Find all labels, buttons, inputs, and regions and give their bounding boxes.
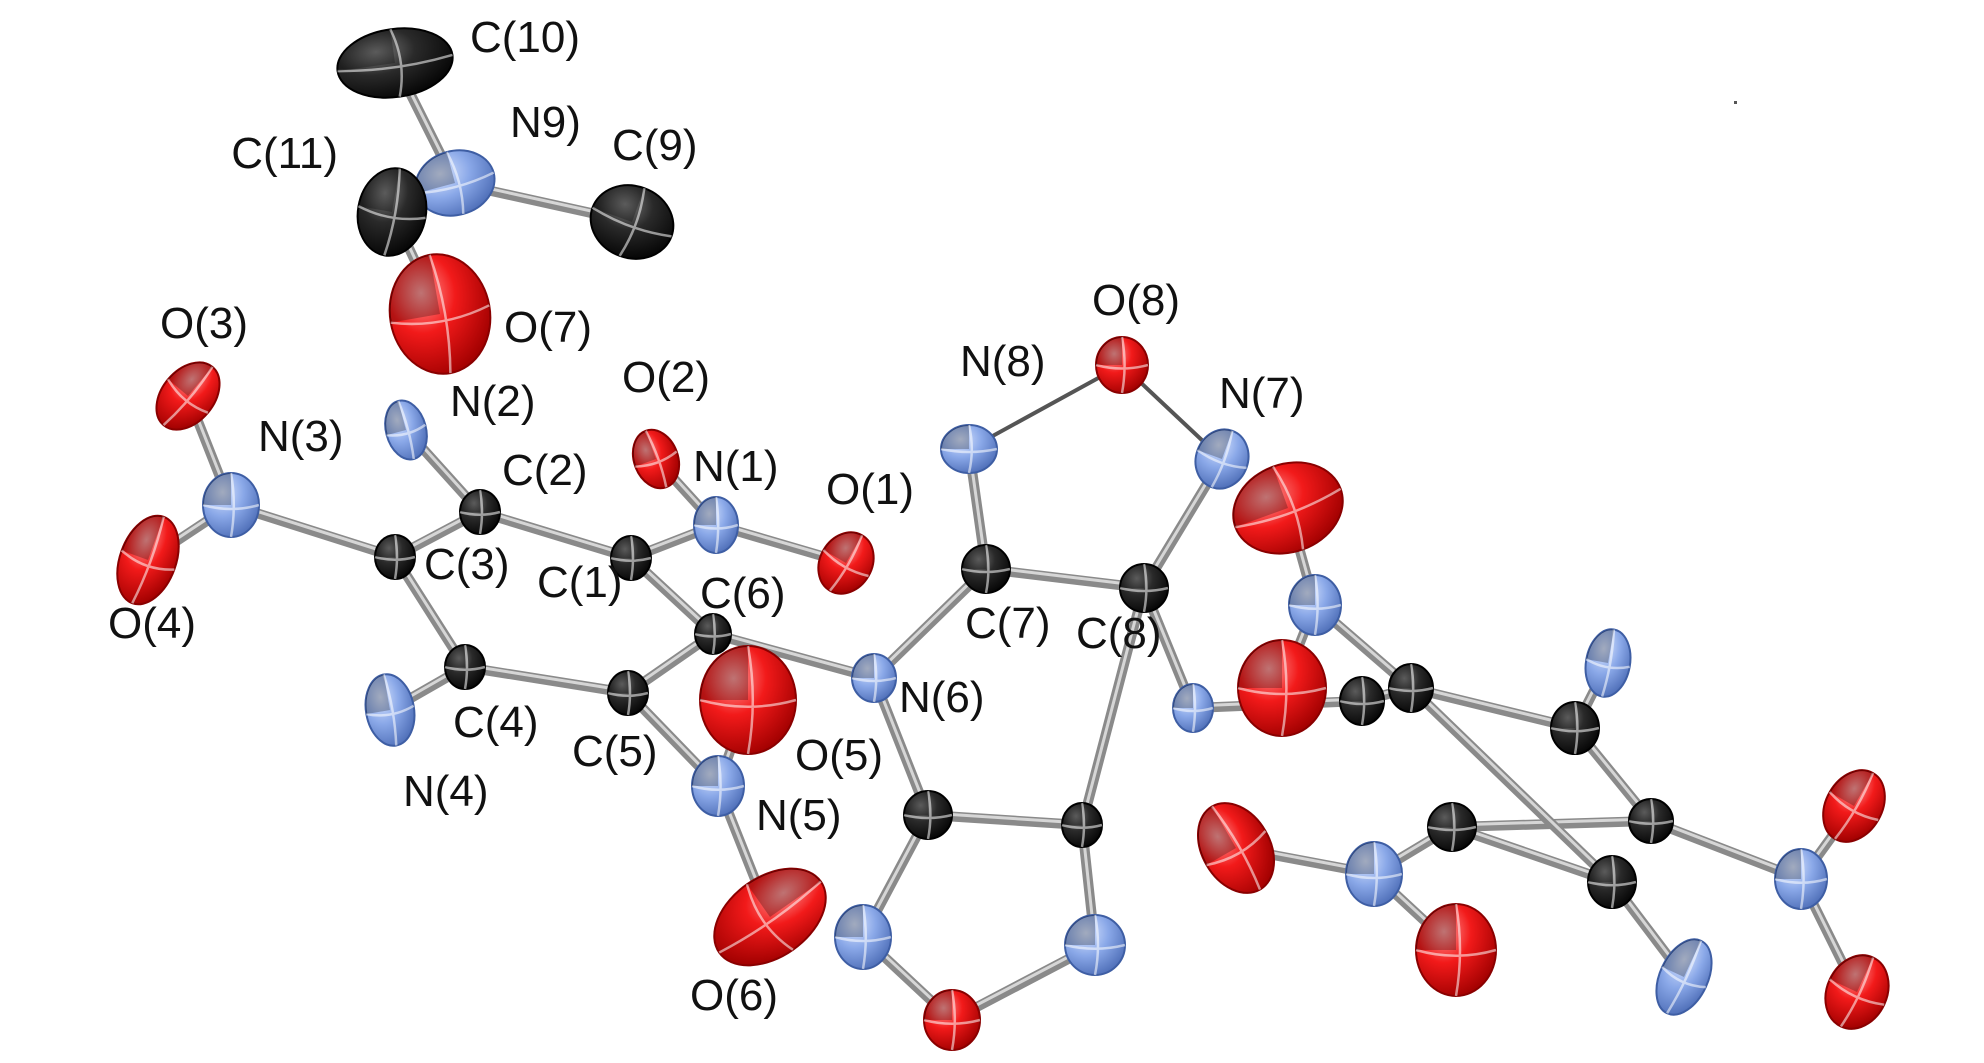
bond-B2-C8	[1077, 583, 1149, 830]
atom-n5	[691, 755, 745, 817]
atom-n4	[364, 673, 416, 747]
atom-c10	[336, 27, 454, 99]
atom-dn5	[1774, 848, 1828, 910]
label-o8: O(8)	[1092, 276, 1180, 325]
atom-n8	[940, 424, 998, 474]
atom-dn4	[1655, 938, 1713, 1016]
atom-do5	[1822, 769, 1886, 843]
bond-D7-D3	[1406, 683, 1617, 887]
bond-C2-C1	[475, 507, 636, 563]
bond-D3-D4	[1406, 683, 1580, 733]
label-n1: N(1)	[693, 442, 779, 491]
atom-b2	[1061, 802, 1103, 848]
atom-c4	[444, 644, 486, 690]
atom-o3	[155, 361, 221, 431]
atom-n2	[384, 399, 428, 461]
label-n9: N9)	[510, 98, 581, 147]
atom-o8	[1095, 336, 1149, 394]
atom-c1	[610, 535, 652, 581]
atom-d6	[1427, 802, 1477, 852]
label-c2: C(2)	[502, 446, 588, 495]
atom-n1	[693, 496, 739, 554]
label-n5: N(5)	[756, 791, 842, 840]
atom-o7	[388, 253, 492, 375]
atom-do3	[1197, 802, 1275, 894]
atom-d7	[1587, 855, 1637, 909]
label-c9: C(9)	[612, 121, 698, 170]
atom-c5	[607, 670, 649, 716]
label-o4: O(4)	[108, 599, 196, 648]
label-n7: N(7)	[1219, 369, 1305, 418]
atom-do1	[1232, 461, 1344, 555]
label-o1: O(1)	[826, 465, 914, 514]
label-o5: O(5)	[795, 731, 883, 780]
atom-c3	[374, 534, 416, 580]
atom-n3	[202, 472, 260, 538]
atom-c6	[694, 613, 732, 655]
atom-n7	[1194, 428, 1250, 490]
atom-d4	[1550, 701, 1600, 755]
label-n3: N(3)	[258, 412, 344, 461]
label-o3: O(3)	[160, 299, 248, 348]
atom-b3	[834, 904, 892, 970]
atom-c9	[589, 184, 675, 260]
atom-dn2	[1584, 628, 1632, 698]
label-o7: O(7)	[504, 303, 592, 352]
atom-d2	[1339, 676, 1385, 726]
bond-C5-C4	[460, 662, 633, 698]
atoms-layer	[116, 27, 1890, 1051]
atom-o5	[699, 645, 797, 755]
atom-b5	[1064, 914, 1126, 976]
atom-dn1	[1288, 574, 1342, 636]
atom-c8	[1119, 563, 1169, 613]
atom-c11	[356, 167, 428, 257]
label-n4: N(4)	[403, 767, 489, 816]
label-c6: C(6)	[700, 569, 786, 618]
atom-do6	[1824, 954, 1890, 1030]
label-c1: C(1)	[537, 558, 623, 607]
label-c4: C(4)	[453, 698, 539, 747]
label-c11: C(11)	[231, 129, 338, 178]
label-n6: N(6)	[899, 673, 985, 722]
label-c8: C(8)	[1076, 609, 1162, 658]
label-o2: O(2)	[622, 353, 710, 402]
atom-o2	[631, 428, 681, 490]
atom-n6	[851, 653, 897, 703]
atom-b4	[923, 989, 981, 1051]
atom-dn3	[1345, 841, 1403, 907]
bond-B1-B2	[923, 810, 1087, 830]
label-n2: N(2)	[450, 377, 536, 426]
atom-b1	[903, 790, 953, 840]
labels-layer: C(10) N9) C(11) C(9) O(7) O(3) N(3) O(4) N(2) C(2…	[108, 13, 1305, 1020]
label-c3: C(3)	[424, 540, 510, 589]
bond-C6-N6	[708, 629, 879, 683]
atom-c7	[961, 544, 1011, 594]
atom-o6	[713, 867, 827, 967]
label-c10: C(10)	[470, 13, 580, 62]
label-c5: C(5)	[572, 727, 658, 776]
label-c7: C(7)	[965, 599, 1051, 648]
stray-dot	[1734, 101, 1737, 104]
label-n8: N(8)	[960, 337, 1046, 386]
atom-do2	[1237, 639, 1327, 737]
atom-d5	[1628, 798, 1674, 844]
bond-C7-C8	[981, 564, 1149, 593]
atom-o4	[116, 514, 180, 606]
atom-d1	[1172, 683, 1214, 733]
atom-c2	[459, 489, 501, 535]
atom-do4	[1415, 903, 1497, 997]
bond-D6-D7	[1447, 822, 1617, 887]
label-o6: O(6)	[690, 971, 778, 1020]
bond-N8-O8	[967, 363, 1124, 451]
atom-o1	[817, 531, 875, 595]
atom-d3	[1388, 663, 1434, 713]
